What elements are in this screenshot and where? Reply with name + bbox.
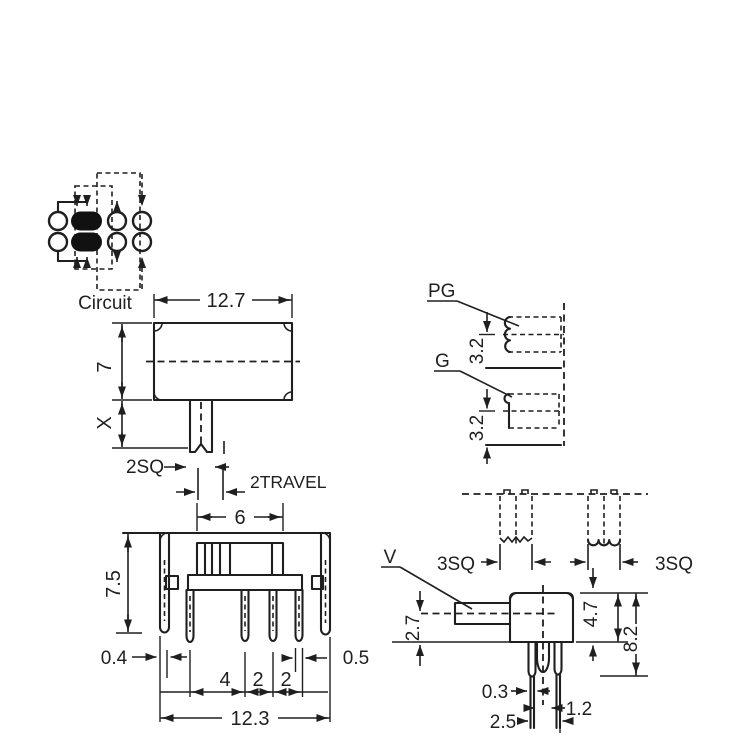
dim-stem-height: X [94,416,116,429]
connection-bracket-top [56,200,89,214]
dim-stem-square: 2SQ [126,457,164,478]
terminal-pin [185,588,195,644]
dim-right-sq: 3SQ [655,554,693,575]
v-label: V [384,547,397,568]
side-body [508,591,575,644]
dim-pin-span: 2.5 [490,712,516,733]
g-straight-pin-edge [503,392,511,430]
dim-body-height: 7 [94,361,116,372]
switch-base [186,573,304,592]
v-leader-line [399,566,473,610]
contact-circle [47,231,69,253]
dim-travel: 2TRAVEL [250,472,327,492]
dim-leg-thickness: 0.4 [101,648,128,669]
side-actuator [453,601,512,626]
corner-mark [283,391,293,401]
side-view: V 2.7 4.7 8.2 0.3 1. [381,547,648,733]
corner-mark [321,532,331,542]
section-top-notches [590,489,618,494]
dim-g-pitch: 3.2 [467,415,488,441]
dim-side-body-height: 4.7 [581,601,602,627]
left-mount-leg [158,532,171,634]
corner-mark [153,391,163,401]
circuit-label: Circuit [78,293,133,314]
top-view-body [152,321,294,402]
right-mount-leg [319,532,332,636]
dim-left-sq: 3SQ [437,554,475,575]
dim-overall-width: 12.3 [231,708,270,730]
g-label: G [435,351,450,372]
top-view: 12.7 7 X 2SQ 2TRAVEL [94,290,327,500]
circuit-outer-position-box [96,172,141,291]
front-view: 6 7.5 0.4 0.5 4 2 2 [101,503,369,730]
g-leader-line [459,370,513,398]
dim-pin-width: 0.5 [343,648,369,669]
dim-actuator-offset: 2.7 [403,615,424,641]
contact-circle [131,210,153,232]
corner-mark [153,322,163,332]
dim-peg-width: 1.2 [566,699,592,720]
contact-circle [47,210,69,232]
crimp-scallop-edge [586,538,622,547]
dim-pin-thickness: 0.3 [482,682,508,703]
base-tab-left [164,574,180,591]
circuit-symbol: Circuit [47,172,153,314]
contact-circle [106,231,128,253]
dim-pitch2: 2 [252,669,263,691]
mounting-peg [535,640,551,673]
slider-knob [195,541,285,577]
corner-mark [509,592,519,602]
slider-contact-filled [71,232,102,252]
corner-mark [159,532,169,542]
pin-form-views: PG G 3.2 3.2 [427,281,565,464]
connection-bracket-bottom [56,249,89,263]
side-pin-right [553,640,563,676]
dim-body-width: 12.7 [207,290,246,312]
dim-knob-width: 6 [234,507,245,529]
terminal-pin [294,588,304,643]
pg-leader-line [456,300,520,327]
dim-front-height: 7.5 [103,570,125,598]
terminal-pin [268,588,278,643]
dim-pitch1: 4 [219,669,230,691]
terminal-pin [240,588,250,643]
contact-circle [106,210,128,232]
dim-overall-height: 8.2 [621,626,642,652]
dim-pitch3: 2 [280,669,291,691]
pg-label: PG [428,281,455,302]
base-tab-right [310,574,325,591]
corner-mark [283,322,293,332]
section-top-notches [503,489,529,494]
contact-circle [131,231,153,253]
corner-mark [564,592,574,602]
slider-contact-filled [71,211,102,231]
top-view-stem [188,398,214,454]
actuator-section-views: 3SQ 3SQ [437,489,693,588]
dim-pg-pitch: 3.2 [467,338,488,364]
side-pin-left [527,640,537,678]
break-line [499,535,533,544]
